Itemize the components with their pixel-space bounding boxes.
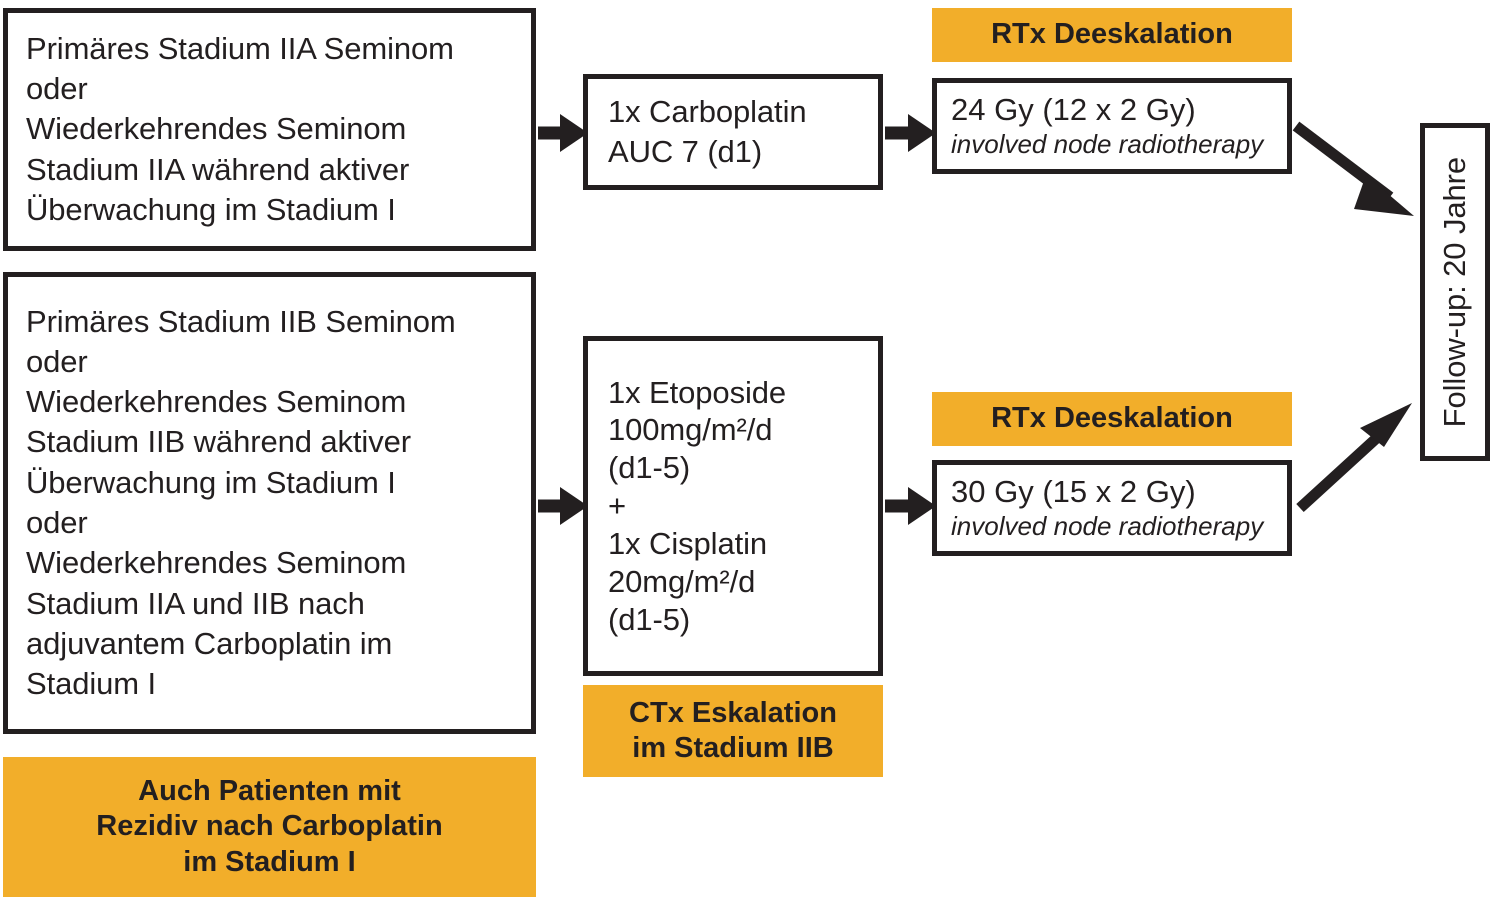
banner-ctx-eskalation: CTx Eskalation im Stadium IIB (583, 685, 883, 777)
banner-rtx-deeskalation-bottom: RTx Deeskalation (932, 392, 1292, 446)
arrow-24gy-to-followup (1292, 121, 1414, 216)
banner-rtx-deeskalation-top: RTx Deeskalation (932, 8, 1292, 62)
banner-relapse-text: Auch Patienten mit Rezidiv nach Carbopla… (96, 774, 443, 878)
node-carboplatin-text: 1x Carboplatin AUC 7 (d1) (608, 93, 807, 169)
arrow-stage-iia-to-carboplatin (538, 114, 588, 152)
node-dose-30gy: 30 Gy (15 x 2 Gy) involved node radiothe… (932, 460, 1292, 556)
banner-rtx-deeskalation-top-text: RTx Deeskalation (991, 18, 1233, 51)
banner-ctx-eskalation-text: CTx Eskalation im Stadium IIB (629, 696, 837, 764)
node-carboplatin: 1x Carboplatin AUC 7 (d1) (583, 74, 883, 190)
banner-relapse-after-carboplatin: Auch Patienten mit Rezidiv nach Carbopla… (3, 757, 536, 897)
node-followup: Follow-up: 20 Jahre (1420, 123, 1490, 461)
node-stage-iib: Primäres Stadium IIB Seminom oder Wieder… (3, 272, 536, 734)
node-stage-iia-text: Primäres Stadium IIA Seminom oder Wieder… (26, 30, 454, 227)
arrow-chemo-to-30gy (885, 487, 936, 525)
node-stage-iia: Primäres Stadium IIA Seminom oder Wieder… (3, 8, 536, 251)
arrow-30gy-to-followup (1296, 403, 1412, 513)
banner-rtx-deeskalation-bottom-text: RTx Deeskalation (991, 402, 1233, 435)
node-followup-text: Follow-up: 20 Jahre (1436, 156, 1472, 428)
node-dose-24gy: 24 Gy (12 x 2 Gy) involved node radiothe… (932, 78, 1292, 174)
arrow-carboplatin-to-24gy (885, 114, 936, 152)
arrow-stage-iib-to-chemo (538, 487, 588, 525)
node-dose-24gy-main: 24 Gy (12 x 2 Gy) (951, 92, 1196, 128)
node-etoposide-cisplatin-text: 1x Etoposide 100mg/m²/d (d1-5) + 1x Cisp… (608, 374, 787, 637)
node-etoposide-cisplatin: 1x Etoposide 100mg/m²/d (d1-5) + 1x Cisp… (583, 336, 883, 676)
node-stage-iib-text: Primäres Stadium IIB Seminom oder Wieder… (26, 303, 456, 702)
node-dose-30gy-main: 30 Gy (15 x 2 Gy) (951, 474, 1196, 510)
node-dose-30gy-sub: involved node radiotherapy (951, 510, 1264, 541)
node-dose-24gy-sub: involved node radiotherapy (951, 128, 1264, 159)
